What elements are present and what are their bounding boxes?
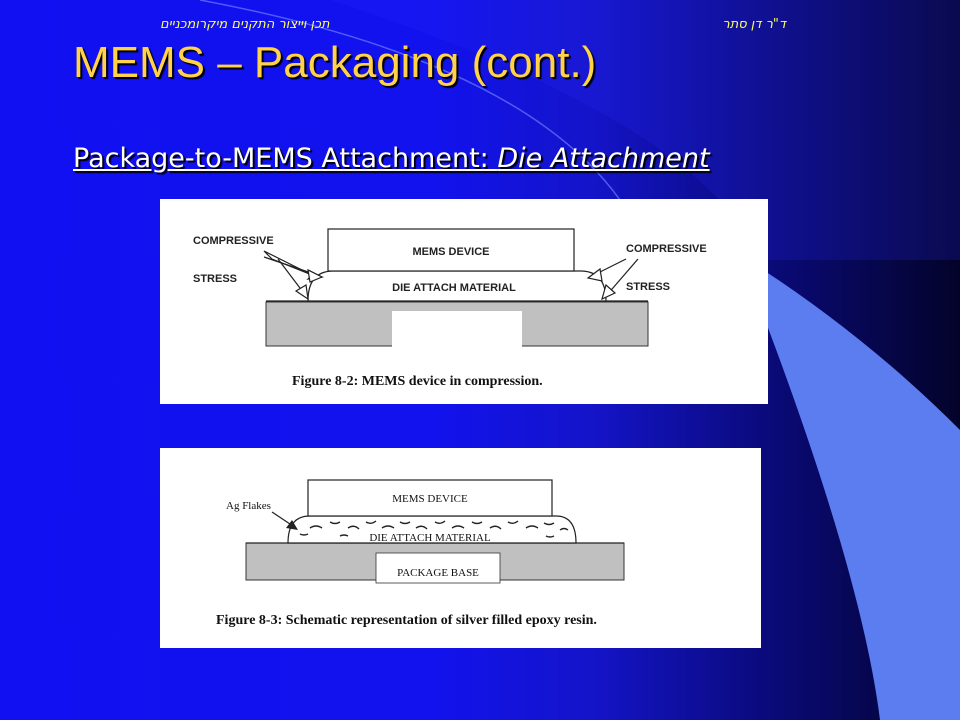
left-stress-label-2: STRESS: [193, 273, 237, 285]
figure-compression: MEMS DEVICE DIE ATTACH MATERIAL COMPRESS…: [160, 199, 768, 404]
device-label: MEMS DEVICE: [392, 493, 468, 505]
figure-caption: Figure 8-3: Schematic representation of …: [216, 613, 597, 628]
substrate-cavity: [392, 311, 522, 347]
figure-caption: Figure 8-2: MEMS device in compression.: [292, 374, 543, 389]
material-label: DIE ATTACH MATERIAL: [392, 282, 516, 294]
material-label: DIE ATTACH MATERIAL: [369, 532, 491, 544]
header-course: תכן וייצור התקנים מיקרומכניים: [160, 17, 330, 32]
base-label: PACKAGE BASE: [397, 567, 479, 579]
right-stress-label-1: COMPRESSIVE: [626, 243, 707, 255]
slide-title: MEMS – Packaging (cont.): [73, 38, 597, 87]
header-author: ד"ר דן סתר: [722, 17, 786, 32]
figure-silver-epoxy-diagram: MEMS DEVICE DIE ATTACH MATERIAL PACKAGE …: [216, 479, 625, 628]
flakes-label: Ag Flakes: [226, 500, 271, 512]
silver-flakes: [299, 520, 569, 538]
mems-device: [327, 228, 575, 272]
figure-compression-diagram: MEMS DEVICE DIE ATTACH MATERIAL COMPRESS…: [193, 228, 707, 389]
subtitle-main: Package-to-MEMS Attachment:: [73, 143, 498, 174]
slide-header: ד"ר דן סתר תכן וייצור התקנים מיקרומכניים: [160, 17, 786, 35]
slide-subtitle: Package-to-MEMS Attachment: Die Attachme…: [73, 143, 710, 174]
right-stress-label-2: STRESS: [626, 281, 670, 293]
subtitle-italic: Die Attachment: [497, 143, 710, 174]
figure-silver-epoxy: MEMS DEVICE DIE ATTACH MATERIAL PACKAGE …: [160, 448, 761, 648]
stress-arrows: [263, 250, 639, 301]
device-label: MEMS DEVICE: [412, 246, 489, 258]
left-stress-label-1: COMPRESSIVE: [193, 235, 274, 247]
package-base-label-box: [375, 552, 501, 584]
mems-device: [307, 479, 553, 517]
